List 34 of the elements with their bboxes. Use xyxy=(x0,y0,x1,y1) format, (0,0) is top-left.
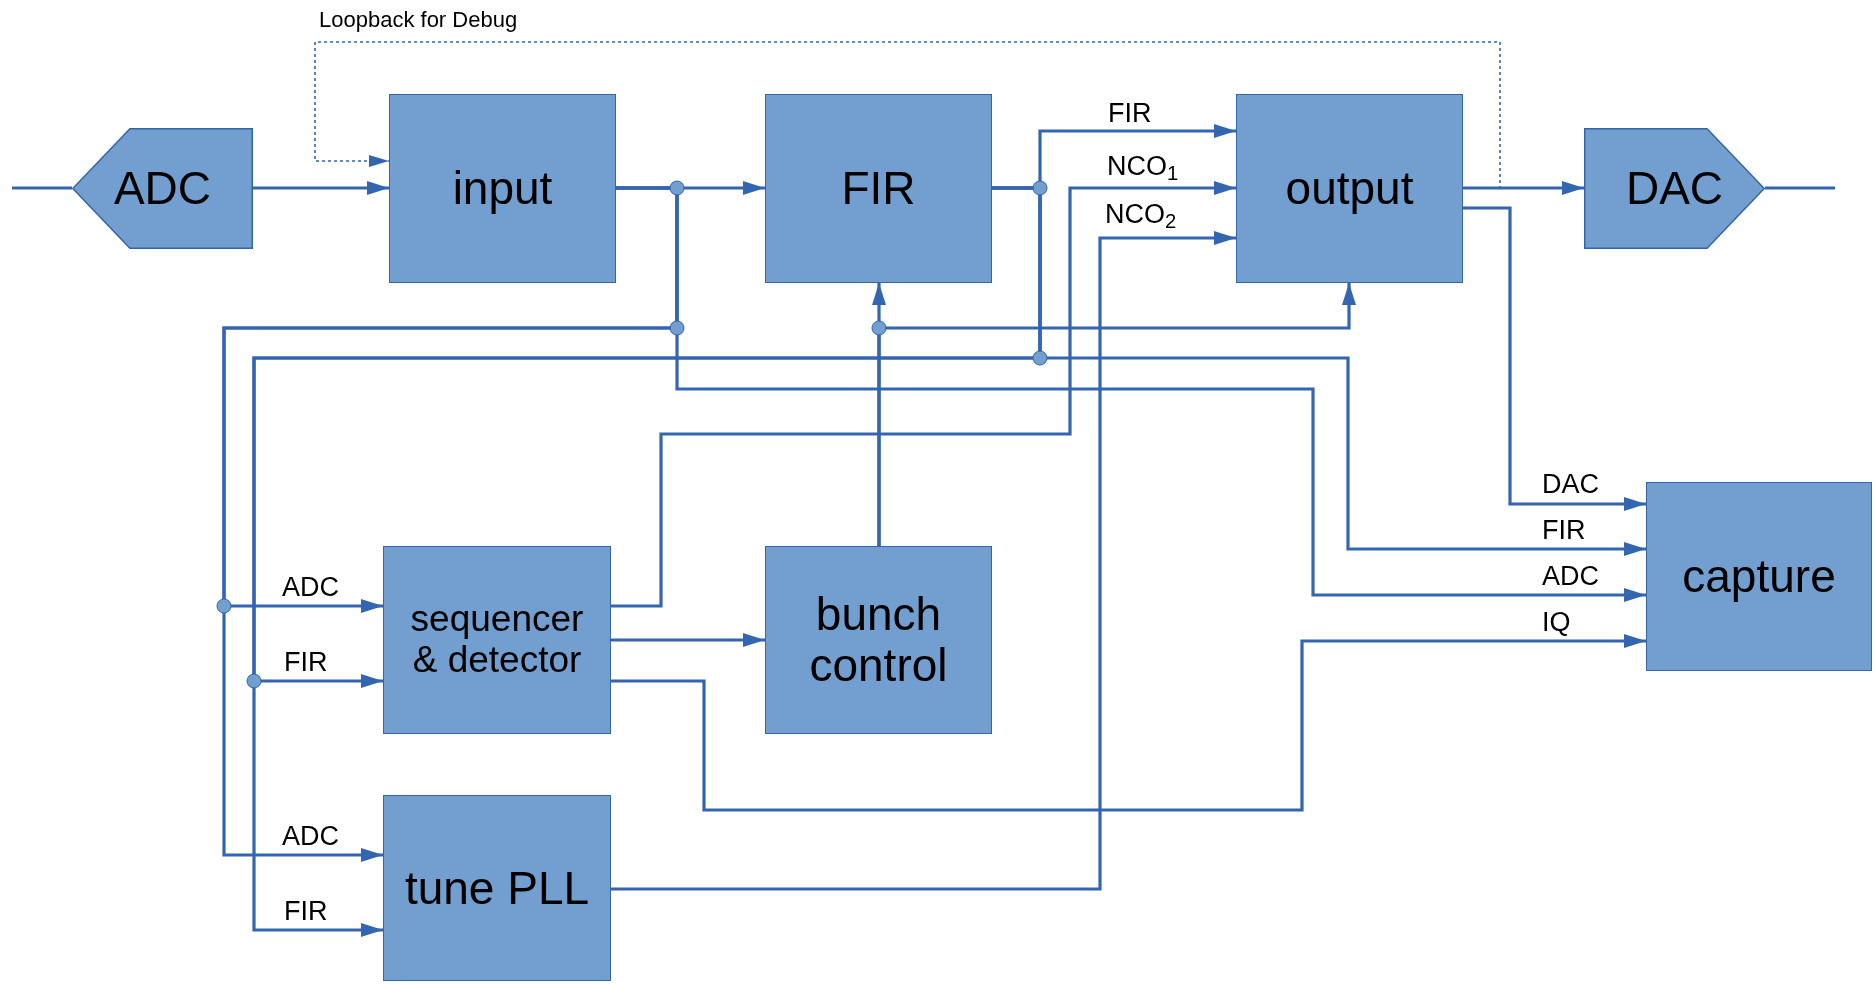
arrow xyxy=(1463,181,1584,195)
signal-line xyxy=(1765,186,1835,190)
signal-line xyxy=(12,186,72,190)
edge-label: NCO$_{1}$ xyxy=(1106,153,1180,180)
arrow xyxy=(611,231,1236,891)
arrow xyxy=(222,186,679,862)
block-label: sequencer & detector xyxy=(409,599,585,681)
process-block xyxy=(383,546,611,734)
arrow xyxy=(611,181,1236,608)
arrow xyxy=(611,634,1646,812)
edge-label: NCO$_{2}$ xyxy=(1104,201,1178,228)
arrow xyxy=(611,633,765,647)
process-block xyxy=(765,546,992,734)
block-label: output xyxy=(1285,163,1414,214)
block-label: ADC xyxy=(113,163,212,214)
arrow xyxy=(1463,206,1646,511)
arrow xyxy=(253,181,389,195)
edge-label: IQ xyxy=(1541,609,1572,636)
process-block xyxy=(383,795,611,981)
converter-block xyxy=(72,128,253,249)
arrow xyxy=(877,283,1356,546)
block-label: FIR xyxy=(841,163,916,214)
converter-block xyxy=(1584,128,1765,249)
process-block xyxy=(389,94,616,283)
process-block xyxy=(1236,94,1463,283)
block-label: capture xyxy=(1682,551,1836,602)
edge-label: Loopback for Debug xyxy=(318,9,519,31)
block-label: input xyxy=(452,163,553,214)
process-block xyxy=(1646,482,1872,671)
arrow xyxy=(252,186,1042,937)
block-label: tune PLL xyxy=(404,862,590,914)
block-label: DAC xyxy=(1625,163,1724,214)
process-block xyxy=(765,94,992,283)
block-label: bunch control xyxy=(808,589,949,691)
